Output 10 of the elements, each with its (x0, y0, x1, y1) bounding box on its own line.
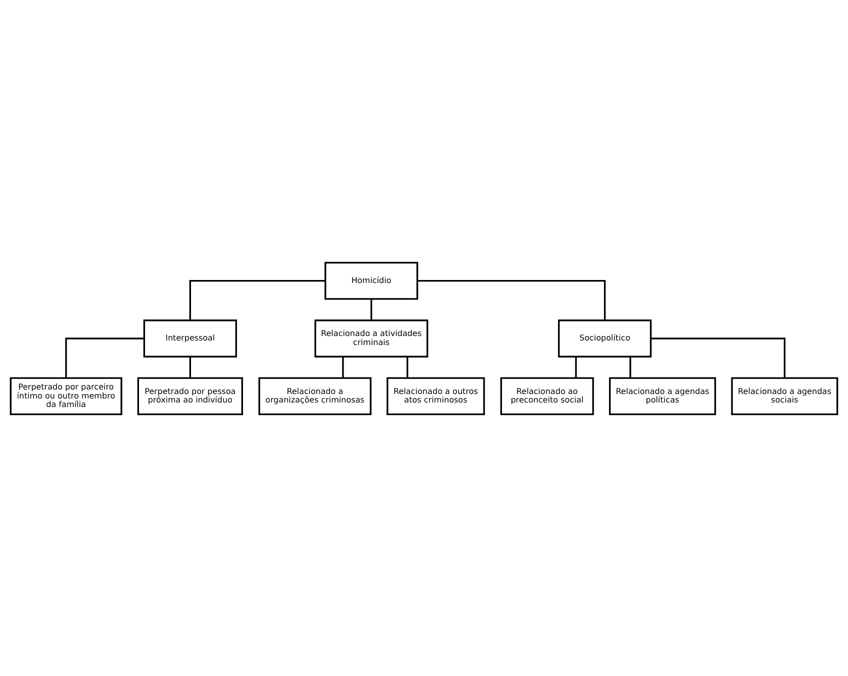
connector (65, 337, 144, 378)
connector (342, 356, 344, 378)
connector (189, 356, 192, 378)
connector (417, 279, 606, 320)
connector (189, 279, 326, 320)
connector (575, 356, 577, 378)
connector (629, 356, 632, 378)
connector (370, 298, 372, 320)
connector (650, 337, 786, 378)
connector (406, 356, 408, 378)
